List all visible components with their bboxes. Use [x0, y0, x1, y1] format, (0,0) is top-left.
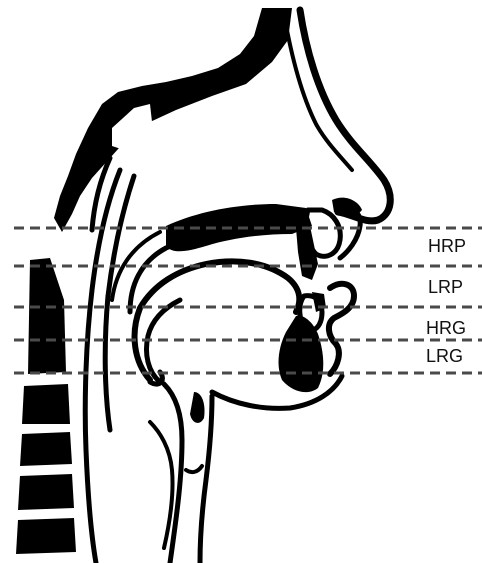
- lrg-label: LRG: [426, 346, 463, 366]
- hyoid-shadow: [190, 392, 205, 423]
- nasal-turbinate-mass: [54, 8, 292, 232]
- oral-floor: [212, 376, 342, 408]
- vertebra-c4: [18, 474, 74, 510]
- lower-lip: [329, 284, 354, 374]
- pharyngeal-wall: [85, 158, 134, 563]
- lrp-label: LRP: [428, 277, 463, 297]
- nasal-septum-line: [284, 14, 352, 170]
- larynx: [150, 372, 212, 563]
- vertebra-c3: [20, 432, 72, 466]
- vertebra-c5: [16, 518, 76, 554]
- palate: [112, 204, 312, 312]
- hrp-label: HRP: [428, 236, 466, 256]
- vocal-fold-line: [186, 466, 202, 472]
- tongue-dorsum: [135, 261, 300, 380]
- incisor-shadow: [296, 226, 318, 280]
- airway-level-labels: HRP LRP HRG LRG: [426, 236, 466, 366]
- laryngeal-inner-curve: [150, 422, 173, 548]
- cervical-spine: [16, 258, 76, 554]
- hrg-label: HRG: [426, 318, 466, 338]
- nasal-cavity: [54, 8, 390, 232]
- vertebra-c2: [22, 384, 70, 424]
- vertebra-c1: [28, 258, 66, 374]
